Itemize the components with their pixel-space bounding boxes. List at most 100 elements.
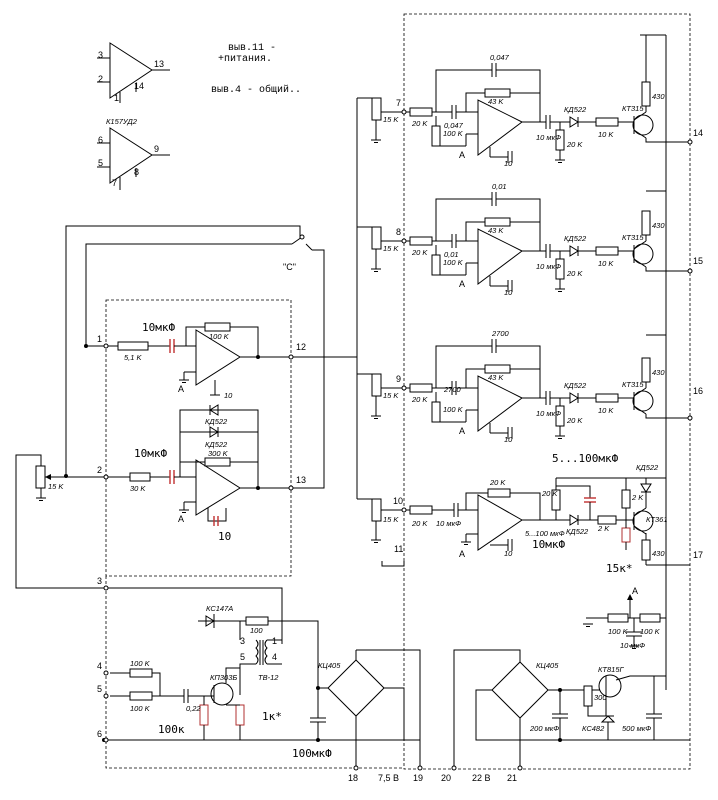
rfb-label: 43 K — [488, 373, 504, 382]
terminal-8: 8 — [396, 227, 401, 237]
r1-label: 20 K — [411, 395, 428, 404]
r2-label: 100 K — [443, 405, 464, 414]
terminal-17: 17 — [693, 550, 703, 560]
rb-label: 10 K — [598, 130, 614, 139]
terminal-5: 5 — [97, 684, 102, 694]
r5-label: 100 K — [130, 704, 151, 713]
channel-4-labels: 15 K 20 K 10 мкФ 20 K 10 5...100мкФ 5...… — [383, 452, 668, 575]
c2-label: 0,047 — [490, 53, 510, 62]
terminal-20: 20 — [441, 773, 451, 783]
ground-bar-11 — [381, 561, 405, 567]
diode-label: КД522 — [205, 417, 228, 426]
bias-network — [582, 594, 661, 649]
bias-r2-label: 100 K — [640, 627, 661, 636]
r1-label: 20 K — [411, 519, 428, 528]
terminal-16: 16 — [693, 386, 703, 396]
pin-label: 2 — [98, 74, 103, 84]
fet-label: КП303Б — [210, 673, 237, 682]
transistor-label: КТ315 — [622, 233, 644, 242]
pot-label: 15 K — [383, 515, 399, 524]
bias-cap-label: 10 мкФ — [620, 641, 645, 650]
stage1-rin-label: 5,1 K — [124, 353, 143, 362]
r1-label: 20 K — [411, 248, 428, 257]
pin-label: 8 — [134, 167, 139, 177]
ground-label-a: A — [459, 549, 465, 559]
r-label: 20 K — [541, 489, 558, 498]
psu-low — [102, 614, 423, 771]
channel-2-labels: 15 K 20 K 0,01 0,01 100 K 43 K 10 10 мкФ… — [383, 182, 665, 297]
tr-pin: 3 — [240, 636, 245, 646]
low-voltage-label: 7,5 В — [378, 773, 399, 783]
rc-label: 430 — [652, 92, 665, 101]
rd-label: 20 K — [566, 140, 583, 149]
cout-label: 10 мкФ — [536, 262, 561, 271]
stage1-rfb-label: 100 K — [209, 332, 230, 341]
c1-label: 2700 — [443, 385, 462, 394]
terminal-6: 6 — [97, 729, 102, 739]
zener-label: КС147А — [206, 604, 233, 613]
psu-boundary — [105, 576, 404, 769]
stage2-ccomp-label: 10 — [218, 530, 231, 543]
transistor-label: КТ361 — [646, 515, 668, 524]
pin-label: 1 — [114, 93, 119, 103]
stage1-pin-label: 10 — [224, 391, 233, 400]
rb-label: 10 K — [598, 406, 614, 415]
switch-label: "C" — [283, 262, 296, 272]
transistor-label: КТ815Г — [598, 665, 625, 674]
pot-label: 15 K — [383, 244, 399, 253]
pin-label: 7 — [112, 178, 117, 188]
pin-label: 13 — [154, 59, 164, 69]
diode-label: КД522 — [636, 463, 659, 472]
diode-label: КД522 — [205, 440, 228, 449]
cc-label: 10 — [504, 549, 513, 558]
r2-label: 100 K — [443, 258, 464, 267]
terminal-2: 2 — [97, 465, 102, 475]
terminal-3: 3 — [97, 576, 102, 586]
diode-label: КД522 — [564, 381, 587, 390]
transistor-label: КТ315 — [622, 104, 644, 113]
r2-label: 100 K — [443, 129, 464, 138]
cap-range-label: 5...100мкФ — [552, 452, 619, 465]
rd-label: 20 K — [566, 269, 583, 278]
bias-a-label: A — [632, 586, 638, 596]
pot-label: 15 K — [383, 115, 399, 124]
channel-template — [370, 63, 693, 163]
pin-label: 9 — [154, 144, 159, 154]
terminal-4: 4 — [97, 661, 102, 671]
terminal-7: 7 — [396, 98, 401, 108]
input-section — [15, 322, 294, 644]
terminal-18: 18 — [348, 773, 358, 783]
c1-label: 0,01 — [444, 250, 459, 259]
ground-label-a: A — [178, 514, 184, 524]
r-trim-label: 1к* — [262, 710, 282, 723]
cout-label: 10 мкФ — [536, 133, 561, 142]
pin-label: 5 — [98, 158, 103, 168]
cc-label: 10 — [504, 288, 513, 297]
ground-label-a: A — [459, 279, 465, 289]
cap-out-label: 100мкФ — [292, 747, 332, 760]
ground-label-a: A — [178, 384, 184, 394]
psu-high — [451, 649, 690, 771]
rd-label: 20 K — [566, 416, 583, 425]
terminal-11: 11 — [394, 544, 403, 554]
cin-label: 10 мкФ — [436, 519, 461, 528]
channel-4 — [370, 478, 654, 561]
r1-label: 20 K — [411, 119, 428, 128]
opamp-symbol-1 — [97, 42, 170, 103]
cc-label: 10 — [504, 159, 513, 168]
cap-in-label: 0,22 — [186, 704, 201, 713]
trim-label: 15к* — [606, 562, 633, 575]
r-bias-label: 100к — [158, 723, 185, 736]
ground-label-a: A — [459, 150, 465, 160]
rc-label: 430 — [652, 368, 665, 377]
rb-label: 10 K — [598, 259, 614, 268]
rfb-label: 43 K — [488, 97, 504, 106]
high-voltage-label: 22 В — [472, 773, 491, 783]
terminal-21: 21 — [507, 773, 517, 783]
pin-label: 3 — [98, 50, 103, 60]
rd-label: 2 K — [597, 524, 610, 533]
r-label: 300 — [594, 693, 607, 702]
input-module-boundary — [105, 299, 292, 577]
output-module-boundary — [403, 13, 691, 770]
